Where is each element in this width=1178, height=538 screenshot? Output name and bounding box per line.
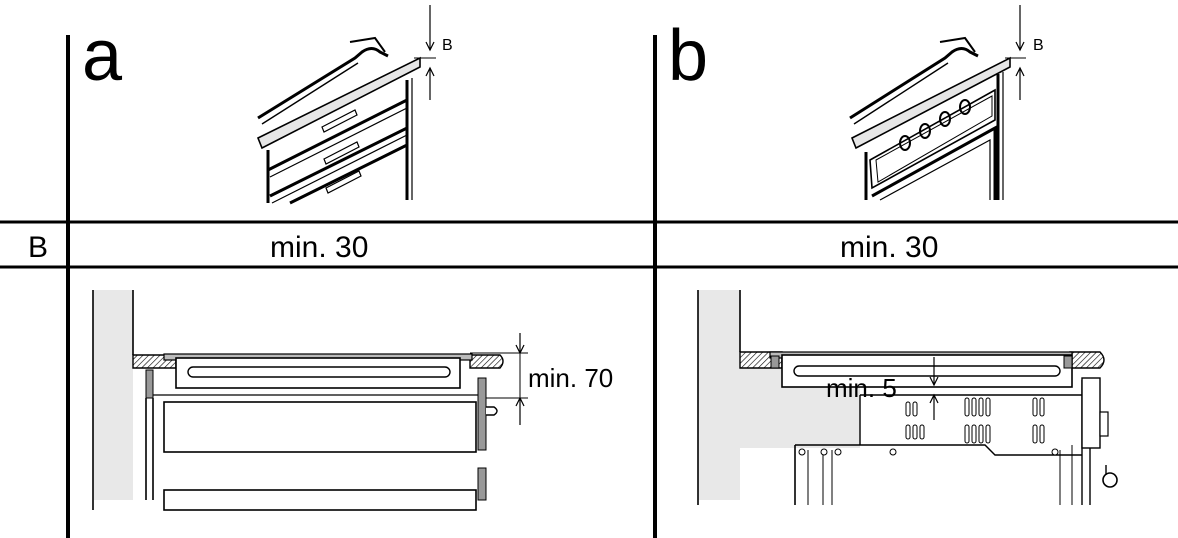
panel-a-b-label: B [442, 37, 453, 54]
table-grid [0, 35, 1178, 538]
panel-b-b-label: B [1033, 37, 1044, 54]
panel-b-section [697, 290, 1118, 505]
value-b: min. 30 [840, 231, 938, 264]
panel-b-dimension: min. 5 [826, 373, 897, 403]
row-label: B [28, 231, 48, 264]
panel-a-dimension: min. 70 [528, 363, 613, 393]
panel-b-letter: b [668, 16, 708, 96]
panel-a-perspective [256, 5, 436, 205]
panel-b-perspective [849, 5, 1026, 201]
value-a: min. 30 [270, 231, 368, 264]
panel-a-letter: a [82, 16, 123, 96]
panel-a-section [92, 290, 528, 511]
